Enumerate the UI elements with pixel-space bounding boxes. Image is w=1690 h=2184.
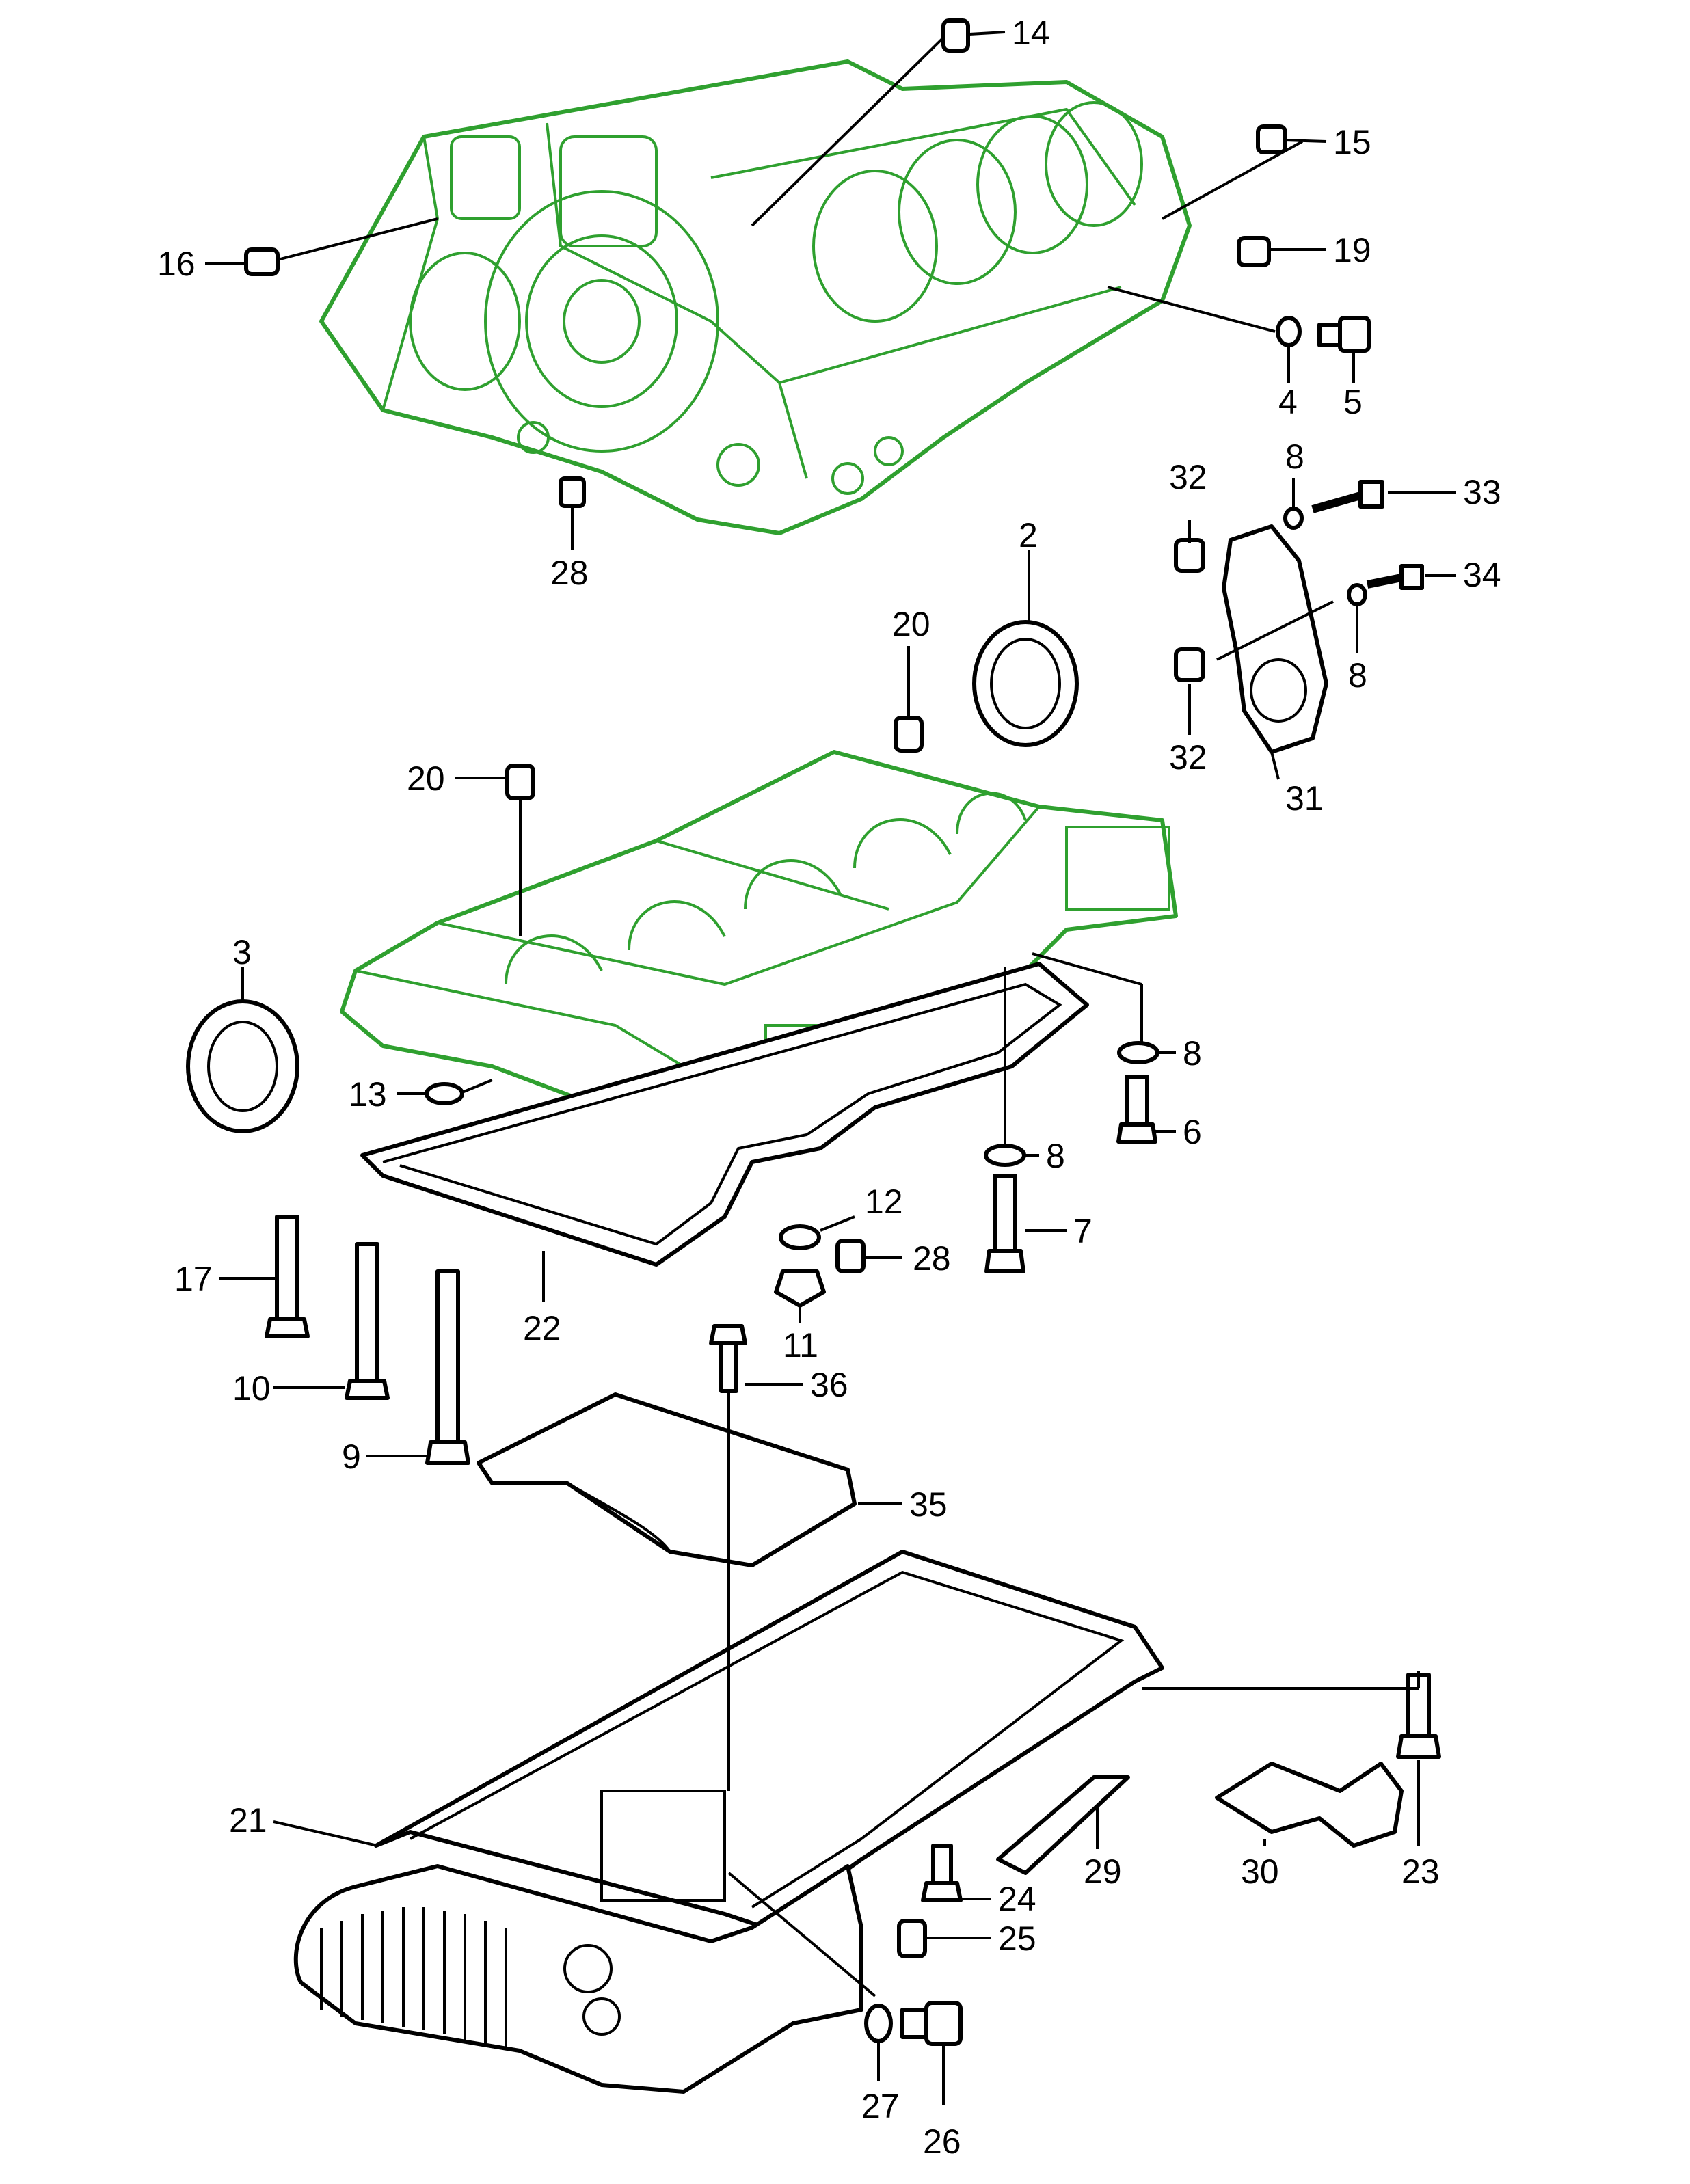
- label-36: 36: [810, 1366, 848, 1404]
- drain-plug-26: [900, 2001, 963, 2046]
- label-21: 21: [229, 1801, 267, 1839]
- label-11: 11: [783, 1326, 818, 1364]
- oil-pan-gasket: [360, 962, 1089, 1267]
- bracket-30: [1215, 1762, 1404, 1848]
- label-33: 33: [1463, 473, 1501, 511]
- label-34: 34: [1463, 556, 1501, 594]
- label-16: 16: [157, 245, 196, 283]
- label-9: 9: [342, 1438, 361, 1476]
- label-35: 35: [909, 1485, 948, 1524]
- label-19: 19: [1333, 231, 1371, 269]
- bolt-7: [984, 1174, 1025, 1273]
- stud-10: [345, 1242, 390, 1400]
- label-32-upper: 32: [1169, 458, 1207, 496]
- bolt-24: [921, 1844, 963, 1902]
- stud-9: [425, 1269, 470, 1465]
- label-24: 24: [998, 1880, 1036, 1918]
- seal-ring-3: [186, 999, 299, 1133]
- pin-14: [941, 18, 970, 53]
- label-29: 29: [1084, 1852, 1122, 1891]
- bolt-36: [709, 1324, 747, 1393]
- stud-17: [265, 1215, 310, 1338]
- label-8-low: 8: [1046, 1137, 1065, 1175]
- label-22: 22: [523, 1309, 561, 1347]
- strainer-29: [996, 1775, 1130, 1875]
- sleeve-28-lower: [835, 1239, 866, 1273]
- label-32-lower: 32: [1169, 738, 1207, 777]
- engine-block-upper: [319, 59, 1192, 535]
- washer-8-low: [984, 1144, 1026, 1167]
- washer-4: [1276, 316, 1302, 347]
- plug-5: [1317, 316, 1371, 353]
- label-13: 13: [349, 1075, 387, 1114]
- part-labels: 14 15 16 19 4 5 28 2 20 20 3 32 32 8 33 …: [157, 14, 1501, 2161]
- sleeve-28-upper: [559, 476, 586, 508]
- label-17: 17: [174, 1260, 213, 1298]
- label-6: 6: [1183, 1113, 1202, 1151]
- washer-27: [864, 2004, 893, 2043]
- label-20-right: 20: [892, 605, 930, 643]
- pin-16: [244, 247, 280, 276]
- label-2: 2: [1019, 516, 1038, 554]
- label-8-mid: 8: [1183, 1034, 1202, 1073]
- bolt-33: [1311, 480, 1384, 513]
- label-27: 27: [861, 2087, 900, 2125]
- label-5: 5: [1343, 383, 1363, 421]
- label-25: 25: [998, 1919, 1036, 1958]
- label-8-right: 8: [1348, 656, 1367, 695]
- washer-8-right: [1347, 583, 1367, 606]
- label-3: 3: [232, 933, 252, 971]
- label-28-lower: 28: [913, 1239, 951, 1278]
- bolt-6: [1116, 1075, 1157, 1144]
- bracket-31: [1222, 524, 1328, 754]
- label-7: 7: [1073, 1212, 1092, 1250]
- pin-15: [1256, 124, 1287, 154]
- washer-13: [425, 1082, 464, 1105]
- label-8-top: 8: [1285, 437, 1304, 476]
- oil-pan: [293, 1550, 1164, 2094]
- label-12: 12: [865, 1183, 903, 1221]
- label-4: 4: [1278, 383, 1298, 421]
- label-26: 26: [923, 2122, 961, 2161]
- sleeve-25: [897, 1919, 927, 1958]
- label-10: 10: [232, 1369, 271, 1407]
- label-15: 15: [1333, 123, 1371, 161]
- label-14: 14: [1012, 14, 1050, 52]
- bushing-32-upper: [1174, 538, 1205, 573]
- cover-plate: [477, 1392, 857, 1567]
- dowel-20-right: [894, 716, 924, 753]
- washer-8-mid: [1117, 1041, 1159, 1064]
- pin-19: [1237, 236, 1271, 267]
- label-20-left: 20: [407, 759, 445, 798]
- washer-8-top: [1283, 507, 1304, 530]
- dowel-20-left: [505, 764, 535, 800]
- bolt-34: [1366, 564, 1424, 590]
- label-31: 31: [1285, 779, 1324, 818]
- nut-11: [774, 1269, 826, 1308]
- seal-ring-2: [972, 620, 1079, 747]
- leader-lines: [205, 31, 1456, 2105]
- label-28-upper: 28: [550, 554, 589, 592]
- label-23: 23: [1401, 1852, 1440, 1891]
- washer-12: [779, 1224, 821, 1250]
- label-30: 30: [1241, 1852, 1279, 1891]
- bushing-32-lower: [1174, 647, 1205, 682]
